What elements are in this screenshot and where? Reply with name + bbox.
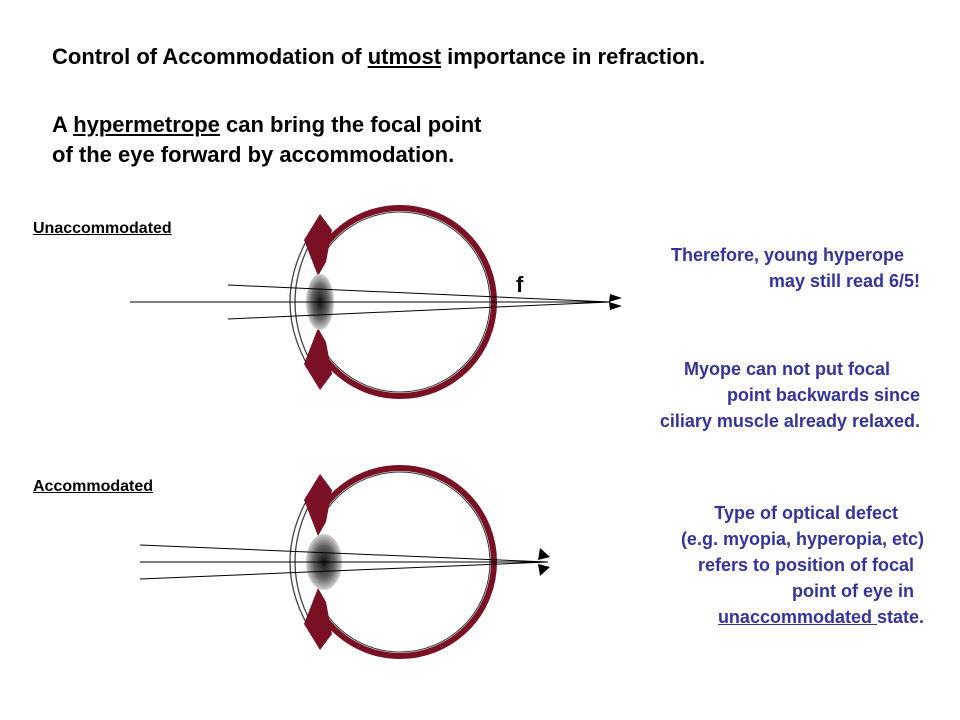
note-defect-line-4: point of eye in — [791, 581, 914, 601]
focal-point-label: f — [516, 272, 524, 297]
note-defect-unaccommodated: unaccommodated — [717, 607, 877, 627]
iris-upper — [304, 214, 332, 276]
note-defect-line-2: (e.g. myopia, hyperopia, etc) — [680, 529, 924, 549]
ray-arrowhead-top — [538, 548, 550, 560]
ray-bottom — [227, 301, 611, 320]
label-accommodated: Accommodated — [33, 478, 154, 495]
heading-line-3: of the eye forward by accommodation. — [52, 140, 454, 170]
heading-line-3-text: of the eye forward by accommodation. — [52, 142, 455, 167]
note-defect-line-5: unaccommodated state. — [681, 604, 924, 630]
note-defect-line-1: Type of optical defect — [714, 503, 898, 523]
note-myope-line-2: point backwards since — [726, 385, 920, 405]
iris-lower — [304, 328, 332, 390]
heading-line-1-post: importance in refraction. — [441, 44, 706, 69]
note-myope: Myope can not put focal point backwards … — [660, 356, 920, 434]
note-defect-line-3: refers to position of focal — [697, 555, 914, 575]
eye-top — [130, 205, 622, 399]
iris-upper — [304, 474, 332, 536]
note-hyperope-line-1: Therefore, young hyperope — [670, 245, 904, 265]
heading-line-2-post: can bring the focal point — [219, 112, 482, 137]
heading-utmost: utmost — [367, 44, 442, 69]
note-hyperope-line-2: may still read 6/5! — [768, 271, 920, 291]
label-unaccommodated: Unaccommodated — [33, 220, 172, 237]
note-defect-state: state. — [876, 607, 924, 627]
heading-line-2: A hypermetrope can bring the focal point — [52, 110, 481, 140]
heading-line-2-pre: A — [52, 112, 74, 137]
note-myope-line-3: ciliary muscle already relaxed. — [659, 411, 920, 431]
eye-bottom — [139, 465, 550, 659]
ray-arrowhead-top — [609, 294, 622, 302]
note-defect: Type of optical defect (e.g. myopia, hyp… — [681, 500, 924, 630]
iris-lower — [304, 588, 332, 650]
ray-top — [227, 284, 611, 303]
note-hyperope: Therefore, young hyperope may still read… — [671, 242, 920, 294]
note-myope-line-1: Myope can not put focal — [683, 359, 890, 379]
heading-hypermetrope: hypermetrope — [73, 112, 220, 137]
ray-arrowhead-bottom — [609, 302, 622, 310]
heading-line-1: Control of Accommodation of utmost impor… — [52, 42, 705, 72]
ray-top — [139, 544, 549, 563]
heading-line-1-pre: Control of Accommodation of — [52, 44, 368, 69]
ray-arrowhead-bottom — [538, 564, 550, 576]
ray-bottom — [139, 561, 549, 580]
